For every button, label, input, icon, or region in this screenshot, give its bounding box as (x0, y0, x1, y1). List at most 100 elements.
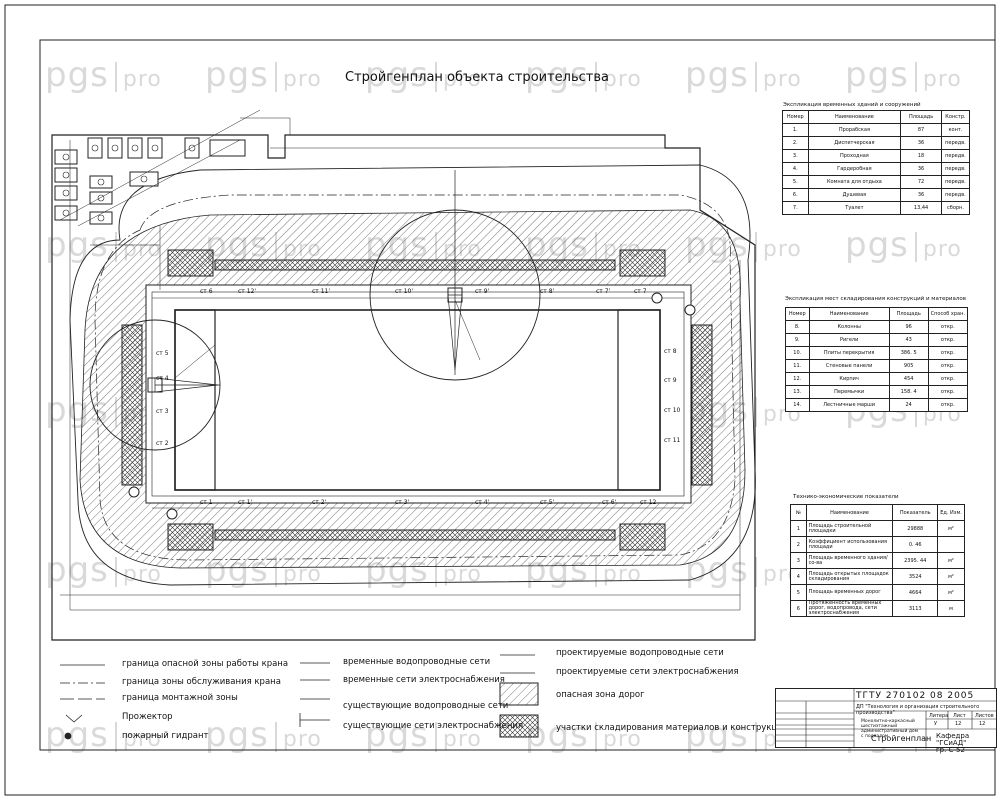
station-label-top: ст 7' (596, 288, 611, 295)
table-cell: 36 (900, 188, 942, 202)
table-cell: 4. (782, 162, 809, 176)
legend-fire-hydrant: пожарный гидрант (122, 731, 209, 741)
station-label-top: ст 6 (200, 288, 213, 295)
station-label-bottom: ст 12 (640, 499, 657, 506)
table-cell: 29888 (892, 520, 939, 537)
legend-exist-water: существующие водопроводные сети (343, 701, 509, 711)
station-label-top: ст 10' (395, 288, 413, 295)
table-cell: 72 (900, 175, 942, 189)
station-label-left: ст 5 (156, 350, 169, 357)
table-cell: 18 (900, 149, 942, 163)
table-cell: 24 (888, 398, 929, 412)
legend-projector: Прожектор (122, 712, 173, 722)
table-header-cell: Наименование (805, 504, 894, 521)
station-label-bottom: ст 3' (395, 499, 410, 506)
temporary-buildings-group (54, 137, 246, 225)
table-cell: откр. (927, 385, 969, 399)
table-cell: Гардеробная (807, 162, 902, 176)
table-cell: Ригели (808, 333, 890, 347)
table-header-cell: Способ хран. (927, 307, 969, 321)
table-cell: 3524 (892, 568, 939, 585)
table-cell: передв. (940, 175, 971, 189)
table-cell: передв. (940, 162, 971, 176)
table-cell: 43 (888, 333, 929, 347)
station-label-top: ст 8' (540, 288, 555, 295)
station-label-bottom: ст 6' (602, 499, 617, 506)
station-label-left: ст 4 (156, 375, 169, 382)
table-cell: 96 (888, 320, 929, 334)
table-cell: Проходная (807, 149, 902, 163)
table-cell: 8. (785, 320, 810, 334)
table-cell: 386. 5 (888, 346, 929, 360)
table-cell: 2. (782, 136, 809, 150)
table-cell: 7. (782, 201, 809, 215)
table-cell: откр. (927, 372, 969, 386)
station-label-right: ст 8 (664, 348, 677, 355)
stamp-sheet: 12 (955, 721, 962, 727)
station-label-top: ст 9' (475, 288, 490, 295)
legend-temp-power: временные сети электроснабжения (343, 675, 505, 685)
table-cell: 2 (790, 536, 807, 553)
table-cell: 3. (782, 149, 809, 163)
table-cell: 6 (790, 600, 807, 617)
table-cell: 12. (785, 372, 810, 386)
table-cell: м (937, 600, 965, 617)
table-cell: Лестничные марши (808, 398, 890, 412)
stamp-stage-label: Литера (929, 713, 949, 719)
legend-proj-power: проектируемые сети электроснабжения (556, 667, 739, 677)
legend-proj-water: проектируемые водопроводные сети (556, 648, 724, 658)
table-cell: Коэффициент использования площади (805, 536, 894, 553)
table-cell: Душевая (807, 188, 902, 202)
table-cell: 4 (790, 568, 807, 585)
drawing-title: Стройгенплан объекта строительства (345, 70, 609, 85)
table-header-cell: № (790, 504, 807, 521)
table-cell: 13. (785, 385, 810, 399)
legend-storage-areas: участки складирования материалов и конст… (556, 723, 789, 733)
station-label-top: ст 12' (238, 288, 256, 295)
table-cell: 36 (900, 136, 942, 150)
legend-road-danger: опасная зона дорог (556, 690, 645, 700)
stamp-sheets-label: Листов (975, 713, 994, 719)
table-header-cell: Площадь (900, 110, 942, 124)
table-tep-caption: Технико-экономические показатели (793, 494, 899, 500)
table-cell: Площадь временного здания/со-ва (805, 552, 894, 569)
table-cell: откр. (927, 359, 969, 373)
stamp-dept-name: Кафедра "ГСиАД" (936, 732, 970, 747)
table-cell: 3113 (892, 600, 939, 617)
table-header-cell: Площадь (888, 307, 929, 321)
table-cell: 3 (790, 552, 807, 569)
table-cell: Кирпич (808, 372, 890, 386)
table-cell: передв. (940, 188, 971, 202)
table-cell: 158. 4 (888, 385, 929, 399)
stamp-code: ТГТУ 270102 08 2005 (856, 691, 975, 701)
table-cell: откр. (927, 398, 969, 412)
table-header-cell: Наименование (808, 307, 890, 321)
table-cell: Туалет (807, 201, 902, 215)
table-cell: 9. (785, 333, 810, 347)
stamp-stage: У (934, 721, 938, 727)
stamp-drawing-name: Стройгенплан (871, 734, 932, 743)
table-cell: 0. 46 (892, 536, 939, 553)
table-cell: м² (937, 568, 965, 585)
table-cell: м² (937, 520, 965, 537)
stamp-sheet-label: Лист (953, 713, 966, 719)
station-label-bottom: ст 4' (475, 499, 490, 506)
